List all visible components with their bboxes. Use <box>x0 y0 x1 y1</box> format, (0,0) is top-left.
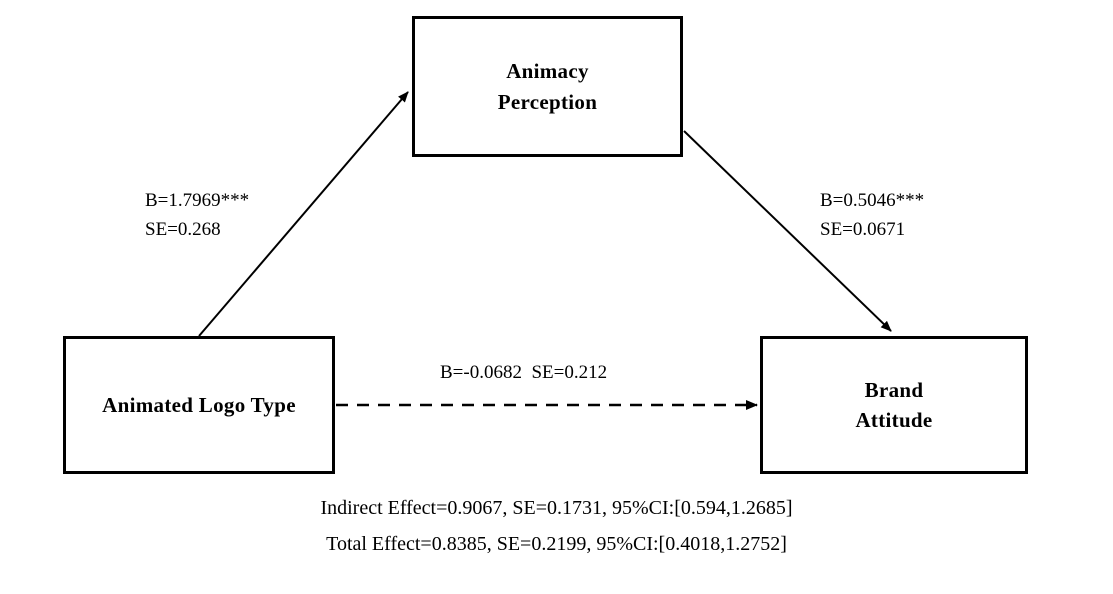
node-animacy-perception-label: Animacy Perception <box>497 59 598 114</box>
path-label-direct: B=-0.0682 SE=0.212 <box>440 362 608 383</box>
caption-total-effect: Total Effect=0.8385, SE=0.2199, 95%CI:[0… <box>326 533 787 555</box>
node-animated-logo-type-label: Animated Logo Type <box>102 392 296 417</box>
node-brand-attitude: Brand Attitude <box>760 336 1028 474</box>
node-brand-attitude-label: Brand Attitude <box>855 377 933 432</box>
path-label-a: B=1.7969*** SE=0.268 <box>145 190 250 241</box>
node-animated-logo-type: Animated Logo Type <box>63 336 335 474</box>
node-animacy-perception: Animacy Perception <box>412 16 683 157</box>
path-label-b: B=0.5046*** SE=0.0671 <box>820 190 925 241</box>
arrow-b-path <box>683 130 892 332</box>
arrow-a-path <box>198 91 409 337</box>
caption-indirect-effect: Indirect Effect=0.9067, SE=0.1731, 95%CI… <box>320 497 793 519</box>
